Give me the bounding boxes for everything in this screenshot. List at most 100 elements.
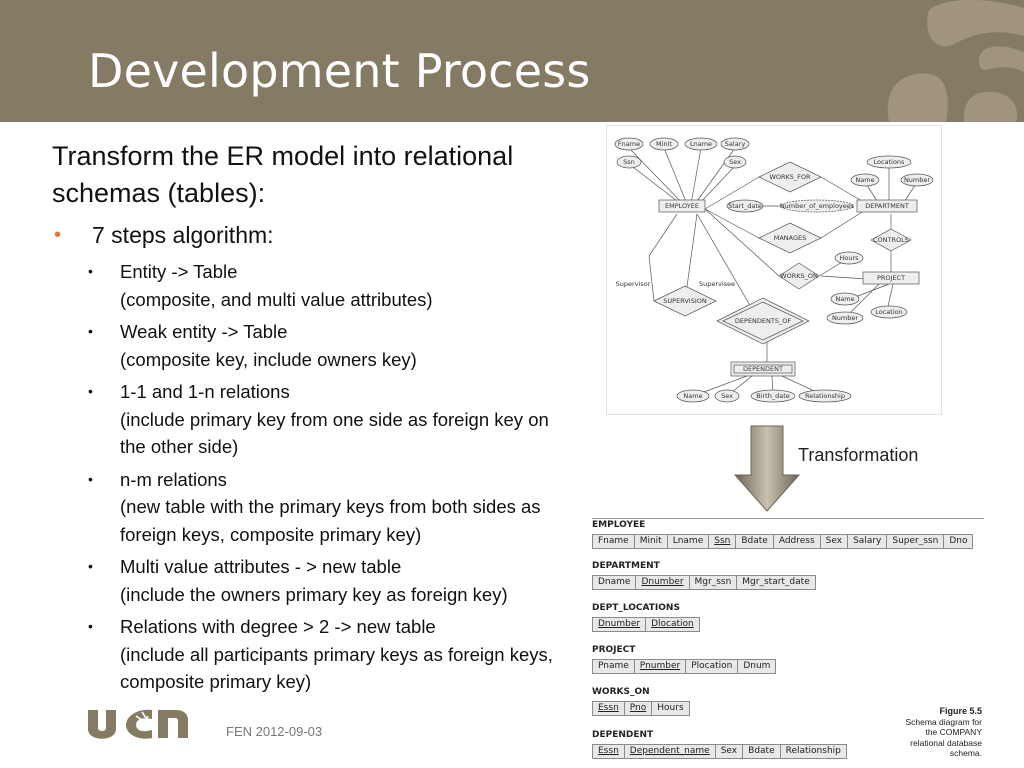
column-cell: Pno bbox=[623, 701, 653, 716]
figure-caption: Figure 5.5 Schema diagram for the COMPAN… bbox=[905, 706, 982, 759]
schema-table: DEPT_LOCATIONS Dnumber Dlocation bbox=[592, 603, 700, 632]
column-cell: Salary bbox=[847, 534, 888, 549]
svg-text:Name: Name bbox=[683, 392, 702, 400]
divider bbox=[592, 518, 984, 519]
table-name: DEPARTMENT bbox=[592, 561, 660, 571]
bullet-icon: • bbox=[88, 383, 93, 399]
column-cell: Essn bbox=[592, 744, 625, 759]
bullet-level1: • 7 steps algorithm: bbox=[52, 220, 572, 250]
column-cell: Mgr_ssn bbox=[688, 575, 738, 590]
svg-text:Relationship: Relationship bbox=[805, 392, 845, 400]
svg-text:DEPENDENT: DEPENDENT bbox=[743, 365, 783, 373]
svg-text:Number_of_employees: Number_of_employees bbox=[780, 202, 855, 210]
svg-text:Birth_date: Birth_date bbox=[756, 392, 790, 400]
relational-schema: EMPLOYEE Fname Minit Lname Ssn Bdate Add… bbox=[592, 515, 984, 768]
svg-text:MANAGES: MANAGES bbox=[774, 234, 807, 242]
svg-text:Sex: Sex bbox=[721, 392, 733, 400]
schema-table: EMPLOYEE Fname Minit Lname Ssn Bdate Add… bbox=[592, 520, 974, 549]
svg-text:WORKS_ON: WORKS_ON bbox=[780, 272, 818, 280]
column-cell: Dno bbox=[943, 534, 974, 549]
step-item: •Relations with degree > 2 -> new table(… bbox=[52, 613, 572, 696]
svg-text:Lname: Lname bbox=[690, 140, 712, 148]
table-name: PROJECT bbox=[592, 645, 636, 655]
step-item: •n-m relations(new table with the primar… bbox=[52, 466, 572, 549]
table-name: EMPLOYEE bbox=[592, 520, 646, 530]
step-detail: (composite, and multi value attributes) bbox=[120, 288, 433, 310]
column-cell: Pname bbox=[592, 659, 635, 674]
svg-text:Salary: Salary bbox=[725, 140, 746, 148]
title-bar: Development Process bbox=[0, 0, 1024, 122]
svg-text:DEPARTMENT: DEPARTMENT bbox=[865, 202, 909, 210]
column-cell: Hours bbox=[651, 701, 690, 716]
svg-text:Ssn: Ssn bbox=[623, 158, 635, 166]
column-cell: Bdate bbox=[742, 744, 781, 759]
step-title: Multi value attributes - > new table bbox=[120, 556, 402, 577]
transformation-label: Transformation bbox=[798, 445, 919, 465]
column-cell: Dependent_name bbox=[623, 744, 716, 759]
column-cell: Dname bbox=[592, 575, 637, 590]
column-cell: Fname bbox=[592, 534, 635, 549]
svg-text:Number: Number bbox=[832, 314, 858, 322]
schema-table: DEPENDENT Essn Dependent_name Sex Bdate … bbox=[592, 730, 847, 759]
svg-text:CONTROLS: CONTROLS bbox=[873, 236, 909, 244]
step-item: • 1-1 and 1-n relations (include primary k… bbox=[52, 378, 572, 461]
column-cell: Minit bbox=[633, 534, 668, 549]
svg-text:Minit: Minit bbox=[656, 140, 672, 148]
svg-text:WORKS_FOR: WORKS_FOR bbox=[769, 173, 811, 181]
svg-text:PROJECT: PROJECT bbox=[877, 274, 905, 282]
slide-body: Transform the ER model into relational s… bbox=[52, 138, 572, 701]
step-detail: (include all participants primary keys a… bbox=[120, 643, 553, 693]
step-title: 1-1 and 1-n relations bbox=[120, 381, 290, 402]
caption-line: relational database bbox=[910, 737, 982, 748]
svg-text:Name: Name bbox=[835, 295, 854, 303]
column-cell: Lname bbox=[666, 534, 710, 549]
column-cell: Dlocation bbox=[645, 617, 700, 632]
step-item: • Multi value attributes - > new table (in… bbox=[52, 553, 572, 608]
svg-text:Location: Location bbox=[875, 308, 903, 316]
table-name: DEPENDENT bbox=[592, 730, 654, 740]
schema-table: PROJECT Pname Pnumber Plocation Dnum bbox=[592, 645, 777, 674]
slide-title: Development Process bbox=[88, 44, 591, 98]
step-title: Weak entity -> Table bbox=[120, 321, 288, 342]
figure-number: Figure 5.5 bbox=[939, 706, 982, 716]
column-cell: Relationship bbox=[779, 744, 847, 759]
svg-text:Supervisee: Supervisee bbox=[699, 280, 735, 288]
step-item: •Entity -> Table(composite, and multi va… bbox=[52, 258, 572, 313]
bullet-icon: • bbox=[88, 618, 93, 634]
step-title: Entity -> Table bbox=[120, 261, 238, 282]
step-detail: (include the owners primary key as forei… bbox=[120, 583, 508, 605]
column-cell: Sex bbox=[819, 534, 849, 549]
bullet-icon: • bbox=[88, 558, 93, 574]
caption-line: Schema diagram for bbox=[905, 716, 982, 727]
table-name: DEPT_LOCATIONS bbox=[592, 603, 680, 613]
svg-text:SUPERVISION: SUPERVISION bbox=[663, 297, 707, 305]
svg-text:Number: Number bbox=[904, 176, 930, 184]
svg-text:Supervisor: Supervisor bbox=[616, 280, 651, 288]
ucn-logo bbox=[88, 709, 188, 739]
svg-text:Name: Name bbox=[855, 176, 874, 184]
steps-list: • Entity -> Table (composite, and multi va… bbox=[52, 258, 572, 696]
svg-text:Hours: Hours bbox=[839, 254, 859, 262]
caption-line: schema. bbox=[949, 748, 982, 758]
bullet-icon: • bbox=[88, 470, 93, 487]
schema-table: WORKS_ON Essn Pno Hours bbox=[592, 687, 690, 716]
intro-text: Transform the ER model into relational s… bbox=[52, 141, 514, 208]
bullet-icon: • bbox=[88, 323, 93, 339]
column-cell: Dnumber bbox=[592, 617, 647, 632]
step-detail: (include primary key from one side as fo… bbox=[120, 408, 549, 458]
column-cell: Bdate bbox=[735, 534, 774, 549]
step-detail: (new table with the primary keys from bo… bbox=[120, 496, 541, 545]
down-arrow-icon bbox=[733, 425, 801, 512]
svg-text:EMPLOYEE: EMPLOYEE bbox=[665, 202, 699, 210]
svg-text:Start_date: Start_date bbox=[728, 202, 762, 210]
column-cell: Dnumber bbox=[635, 575, 690, 590]
schema-table: DEPARTMENT Dname Dnumber Mgr_ssn Mgr_sta… bbox=[592, 561, 816, 590]
column-cell: Ssn bbox=[708, 534, 737, 549]
column-cell: Plocation bbox=[685, 659, 739, 674]
column-cell: Essn bbox=[592, 701, 625, 716]
step-item: •Weak entity -> Table(composite key, inc… bbox=[52, 318, 572, 373]
table-name: WORKS_ON bbox=[592, 687, 650, 697]
decorative-shapes bbox=[887, 0, 1024, 122]
bullet-level1-text: 7 steps algorithm: bbox=[92, 222, 274, 248]
